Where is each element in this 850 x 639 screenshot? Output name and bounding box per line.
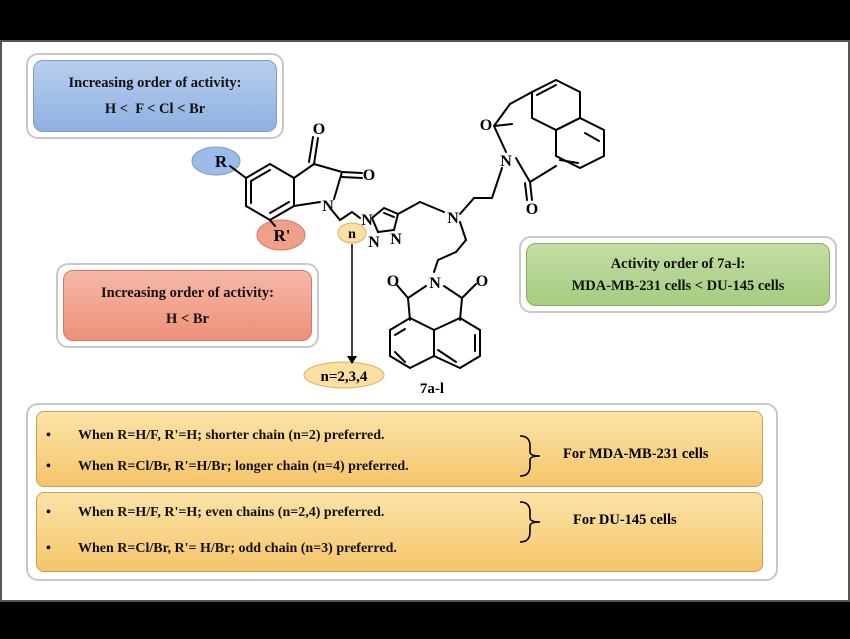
sar-mda-panel	[36, 411, 763, 487]
mda-brace	[519, 435, 541, 477]
bullet: •	[46, 459, 51, 474]
sar-du-item: When R=H/F, R'=H; even chains (n=2,4) pr…	[78, 505, 385, 520]
cell-activity-order: MDA-MB-231 cells < DU-145 cells	[571, 277, 785, 294]
cell-activity-box: Activity order of 7a-l: MDA-MB-231 cells…	[526, 243, 830, 306]
rprime-activity-box: Increasing order of activity: H < Br	[63, 270, 312, 341]
sar-mda-item: When R=H/F, R'=H; shorter chain (n=2) pr…	[78, 428, 385, 443]
bullet: •	[46, 505, 51, 520]
bullet: •	[46, 428, 51, 443]
du-brace	[519, 501, 541, 543]
sar-du-target: For DU-145 cells	[573, 512, 677, 528]
sar-mda-item: When R=Cl/Br, R'=H/Br; longer chain (n=4…	[78, 459, 409, 474]
sar-mda-target: For MDA-MB-231 cells	[563, 446, 709, 462]
sar-du-item: When R=Cl/Br, R'= H/Br; odd chain (n=3) …	[78, 541, 397, 556]
rprime-activity-order: H < Br	[166, 310, 209, 327]
sar-du-panel	[36, 492, 763, 572]
halogen-activity-title: Increasing order of activity:	[68, 75, 242, 91]
bullet: •	[46, 541, 51, 556]
halogen-activity-order: H < F < Cl < Br	[104, 101, 206, 117]
rprime-activity-title: Increasing order of activity:	[100, 284, 275, 301]
cell-activity-title: Activity order of 7a-l:	[610, 255, 746, 272]
halogen-activity-box: Increasing order of activity: H < F < Cl…	[33, 60, 277, 132]
